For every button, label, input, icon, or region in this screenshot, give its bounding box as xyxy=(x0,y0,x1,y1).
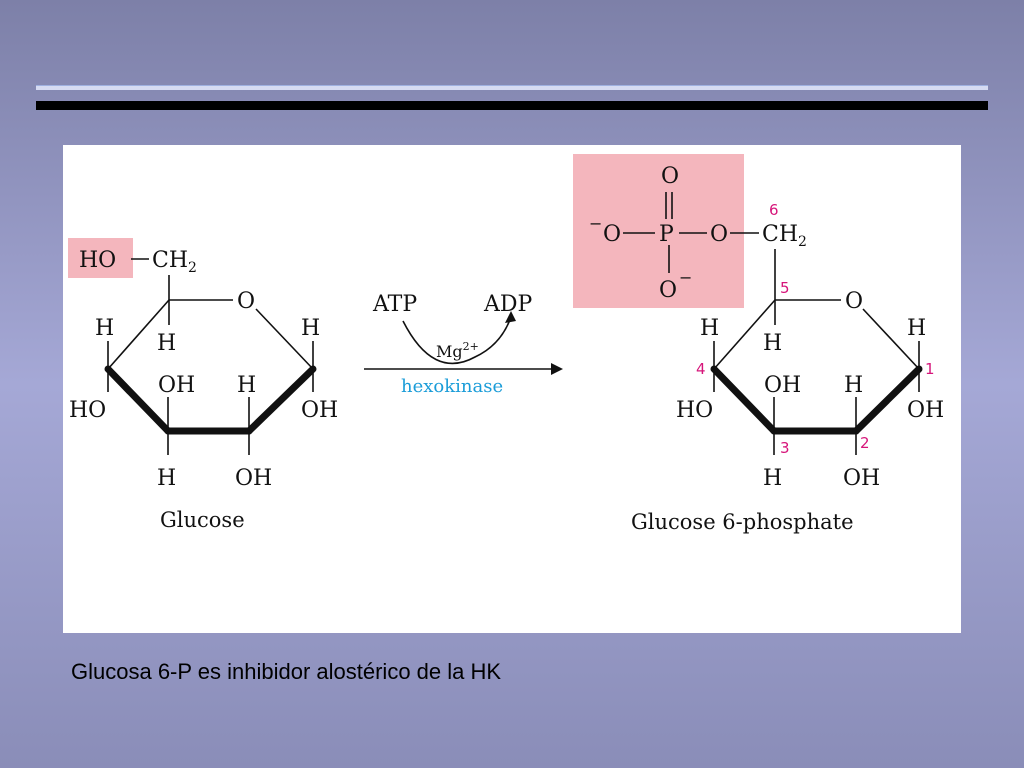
product-c2-oh: OH xyxy=(843,466,880,491)
ring-bond-front xyxy=(245,365,317,435)
phosphate-minus-bottom: − xyxy=(679,268,692,287)
carbon-number-3: 3 xyxy=(780,439,790,457)
product-ring-oxygen: O xyxy=(845,289,863,314)
phosphate-highlight xyxy=(573,154,744,308)
product-c5-h: H xyxy=(763,331,782,356)
hydroxyl-highlight xyxy=(68,238,133,278)
atp-label: ATP xyxy=(372,292,417,317)
glucose-c1-h: H xyxy=(301,316,320,341)
glucose-c1-oh: OH xyxy=(301,398,338,423)
carbon-number-1: 1 xyxy=(925,360,935,378)
title-divider-thick xyxy=(36,101,988,110)
carbon-number-2: 2 xyxy=(860,434,870,452)
phosphate-minus-left: − xyxy=(589,214,602,233)
glucose-c4-oh: HO xyxy=(69,398,106,423)
mg-ion-label: Mg2+ xyxy=(436,340,479,361)
arrowhead xyxy=(551,363,563,375)
phosphorus-label: P xyxy=(659,222,674,247)
glucose-c5-h: H xyxy=(157,331,176,356)
product-c4-h: H xyxy=(700,316,719,341)
product-c1-oh: OH xyxy=(907,398,944,423)
glucose-c3-h: H xyxy=(157,466,176,491)
adp-label: ADP xyxy=(483,292,533,317)
arrowhead xyxy=(505,311,516,323)
reaction-diagram: HO CH2 O H H HO H OH OH H H OH Glucose A… xyxy=(68,154,944,534)
cofactor-curved-arrow xyxy=(402,316,512,365)
glucose-c2-oh: OH xyxy=(235,466,272,491)
product-ch2-label: CH2 xyxy=(762,222,807,250)
product-c2-h: H xyxy=(844,373,863,398)
reaction-figure: HO CH2 O H H HO H OH OH H H OH Glucose A… xyxy=(63,145,961,633)
slide-caption: Glucosa 6-P es inhibidor alostérico de l… xyxy=(71,659,502,684)
carbon-number-5: 5 xyxy=(780,279,790,297)
title-divider-thin xyxy=(36,85,988,90)
glucose-ch2-label: CH2 xyxy=(152,248,197,276)
reactant-name: Glucose xyxy=(160,508,245,532)
product-c3-h: H xyxy=(763,466,782,491)
ring-bond-front xyxy=(852,365,923,435)
ring-bond xyxy=(255,308,314,370)
ring-bond-front xyxy=(710,365,778,435)
ring-bond xyxy=(862,308,920,370)
glucose-c2-h: H xyxy=(237,373,256,398)
glucose-c3-oh: OH xyxy=(158,373,195,398)
product-c3-oh: OH xyxy=(764,373,801,398)
glucose-ring-oxygen: O xyxy=(237,289,255,314)
product-c1-h: H xyxy=(907,316,926,341)
carbon-number-4: 4 xyxy=(696,360,706,378)
product-c4-oh: HO xyxy=(676,398,713,423)
product-name: Glucose 6-phosphate xyxy=(631,510,854,534)
glucose-ho-label: HO xyxy=(79,248,116,273)
phosphate-oxygen-top: O xyxy=(661,164,679,189)
phosphate-oxygen-left: O xyxy=(603,222,621,247)
ring-bond xyxy=(713,299,776,370)
glucose-c4-h: H xyxy=(95,316,114,341)
ring-bond-front xyxy=(104,365,172,435)
phosphate-oxygen-bottom: O xyxy=(659,278,677,303)
ring-bond xyxy=(107,299,170,370)
phosphate-oxygen-bridge: O xyxy=(710,222,728,247)
carbon-number-6: 6 xyxy=(769,201,779,219)
enzyme-label: hexokinase xyxy=(401,376,503,397)
